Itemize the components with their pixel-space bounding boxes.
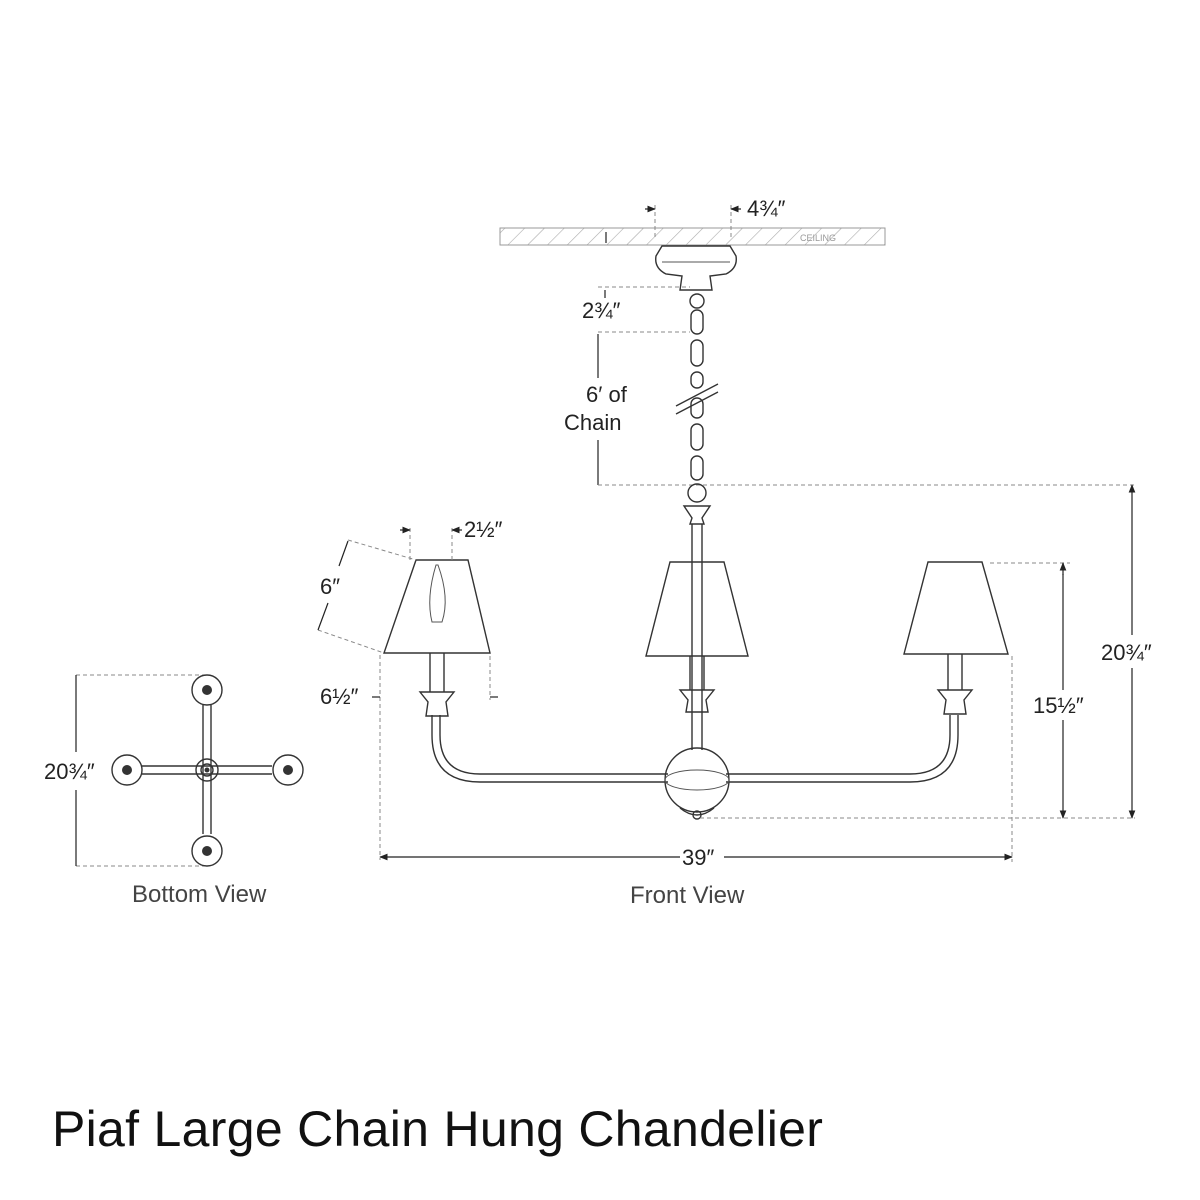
front-view-caption: Front View	[630, 882, 745, 909]
canopy-height-label: 2¾″	[582, 298, 621, 323]
shade-height-dimension: 6″	[317, 539, 417, 654]
shade-bottom-dimension: 6½″	[320, 655, 498, 860]
bottom-view-caption: Bottom View	[132, 881, 267, 908]
overall-width-dimension: 39″	[379, 656, 1013, 870]
canopy-height-dimension: 2¾″	[582, 286, 690, 333]
bottom-shade-right	[272, 754, 304, 786]
bottom-view-span-label: 20¾″	[44, 759, 95, 784]
arm-height-label: 15½″	[1033, 693, 1084, 718]
canopy-width-dimension: 4¾″	[605, 196, 786, 243]
arm-height-dimension: 15½″	[700, 562, 1135, 819]
shade-top-dimension: 2½″	[400, 517, 503, 560]
overall-width-label: 39″	[682, 845, 714, 870]
chain	[675, 293, 719, 481]
right-light	[903, 561, 1009, 715]
ceiling: CEILING	[499, 227, 886, 246]
overall-height-label: 20¾″	[1101, 640, 1152, 665]
canopy-width-label: 4¾″	[747, 196, 786, 221]
bottom-shade-left	[111, 754, 143, 786]
shade-height-label: 6″	[320, 574, 340, 599]
chain-length-label-line1: 6′ of	[586, 382, 628, 407]
center-body	[664, 747, 730, 820]
chandelier-arms	[431, 715, 959, 783]
shade-bottom-label: 6½″	[320, 684, 359, 709]
center-stem	[682, 483, 712, 750]
product-title: Piaf Large Chain Hung Chandelier	[52, 1101, 824, 1157]
bottom-view: 20¾″	[44, 674, 304, 867]
bottom-shade-top	[191, 674, 223, 706]
chain-length-label-line2: Chain	[564, 410, 621, 435]
ceiling-label: CEILING	[800, 233, 836, 243]
shade-top-label: 2½″	[464, 517, 503, 542]
overall-height-dimension: 20¾″	[1101, 484, 1152, 819]
bottom-shade-bottom	[191, 835, 223, 867]
left-light	[383, 559, 491, 717]
canopy	[655, 245, 737, 291]
chain-length-dimension: 6′ of Chain	[564, 334, 1135, 486]
bottom-center-hub	[195, 758, 219, 782]
center-light	[645, 561, 749, 713]
